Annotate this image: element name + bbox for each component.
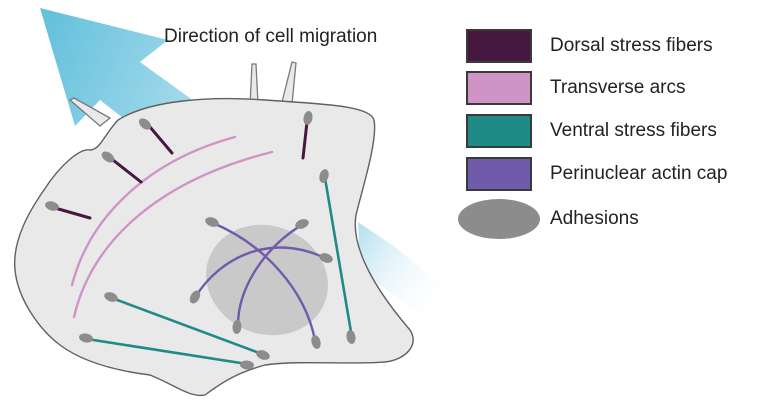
diagram-title: Direction of cell migration <box>164 26 377 48</box>
